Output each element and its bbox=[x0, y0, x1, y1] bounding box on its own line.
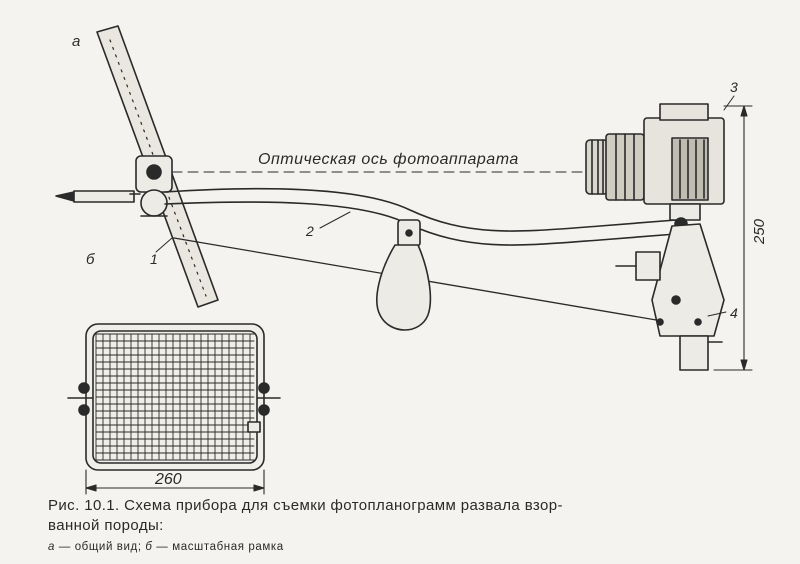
device-diagram: а б Оптическая ось фотоаппарата 1 2 3 4 … bbox=[55, 25, 768, 495]
part-3-label: 3 bbox=[730, 79, 738, 95]
figure-caption: Рис. 10.1. Схема прибора для съемки фото… bbox=[48, 496, 768, 556]
part-2-label: 2 bbox=[305, 223, 314, 239]
height-dimension bbox=[713, 105, 753, 371]
scale-frame bbox=[67, 323, 281, 471]
label-b: б bbox=[86, 251, 95, 268]
caption-line-3: а — общий вид; б — масштабная рамка bbox=[48, 538, 768, 556]
caption-line-2: ванной породы: bbox=[48, 517, 164, 534]
rod-clamp bbox=[135, 155, 173, 217]
caption-b-letter: б bbox=[145, 541, 153, 553]
width-dimension bbox=[85, 469, 265, 495]
handle-weight bbox=[376, 219, 432, 331]
part-4-label: 4 bbox=[730, 305, 738, 321]
dim-width-label: 260 bbox=[154, 471, 182, 488]
caption-a-letter: а bbox=[48, 541, 55, 553]
camera bbox=[585, 95, 735, 205]
part-1-label: 1 bbox=[150, 251, 158, 267]
caption-line-1: Рис. 10.1. Схема прибора для съемки фото… bbox=[48, 497, 563, 514]
caption-a-text: — общий вид; bbox=[55, 541, 146, 553]
left-spike bbox=[55, 190, 141, 203]
support-bracket bbox=[615, 203, 725, 371]
optical-axis-label: Оптическая ось фотоаппарата bbox=[258, 151, 519, 168]
label-a: а bbox=[72, 33, 80, 50]
caption-b-text: — масштабная рамка bbox=[152, 541, 284, 553]
dim-height-label: 250 bbox=[751, 218, 768, 245]
